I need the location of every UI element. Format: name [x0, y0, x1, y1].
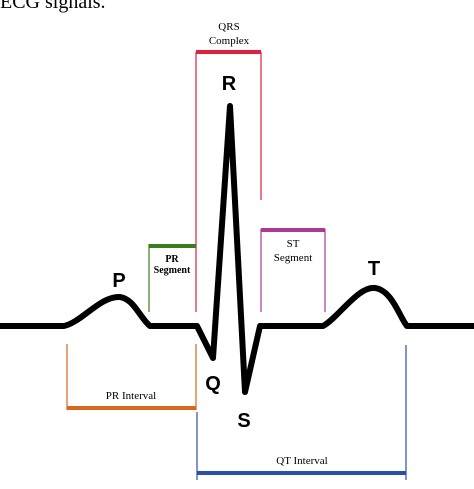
- qrs-label-line2: Complex: [209, 35, 250, 47]
- st-segment-label-line1: ST: [287, 238, 300, 250]
- r-wave-label: R: [222, 73, 237, 95]
- ecg-trace: [0, 103, 474, 395]
- q-wave-label: Q: [205, 373, 221, 395]
- st-segment-label-line2: Segment: [274, 252, 313, 264]
- pr-segment-label-line1: PR: [165, 254, 179, 265]
- qrs-label-line1: QRS: [218, 21, 239, 33]
- pr-interval-label: PR Interval: [106, 390, 156, 402]
- p-wave-label: P: [112, 270, 125, 292]
- caption-text: ECG signals.: [0, 0, 106, 13]
- pr-segment-label-line2: Segment: [154, 265, 191, 276]
- s-wave-label: S: [237, 410, 250, 432]
- t-wave-label: T: [368, 258, 380, 280]
- qt-interval-label: QT Interval: [276, 455, 327, 467]
